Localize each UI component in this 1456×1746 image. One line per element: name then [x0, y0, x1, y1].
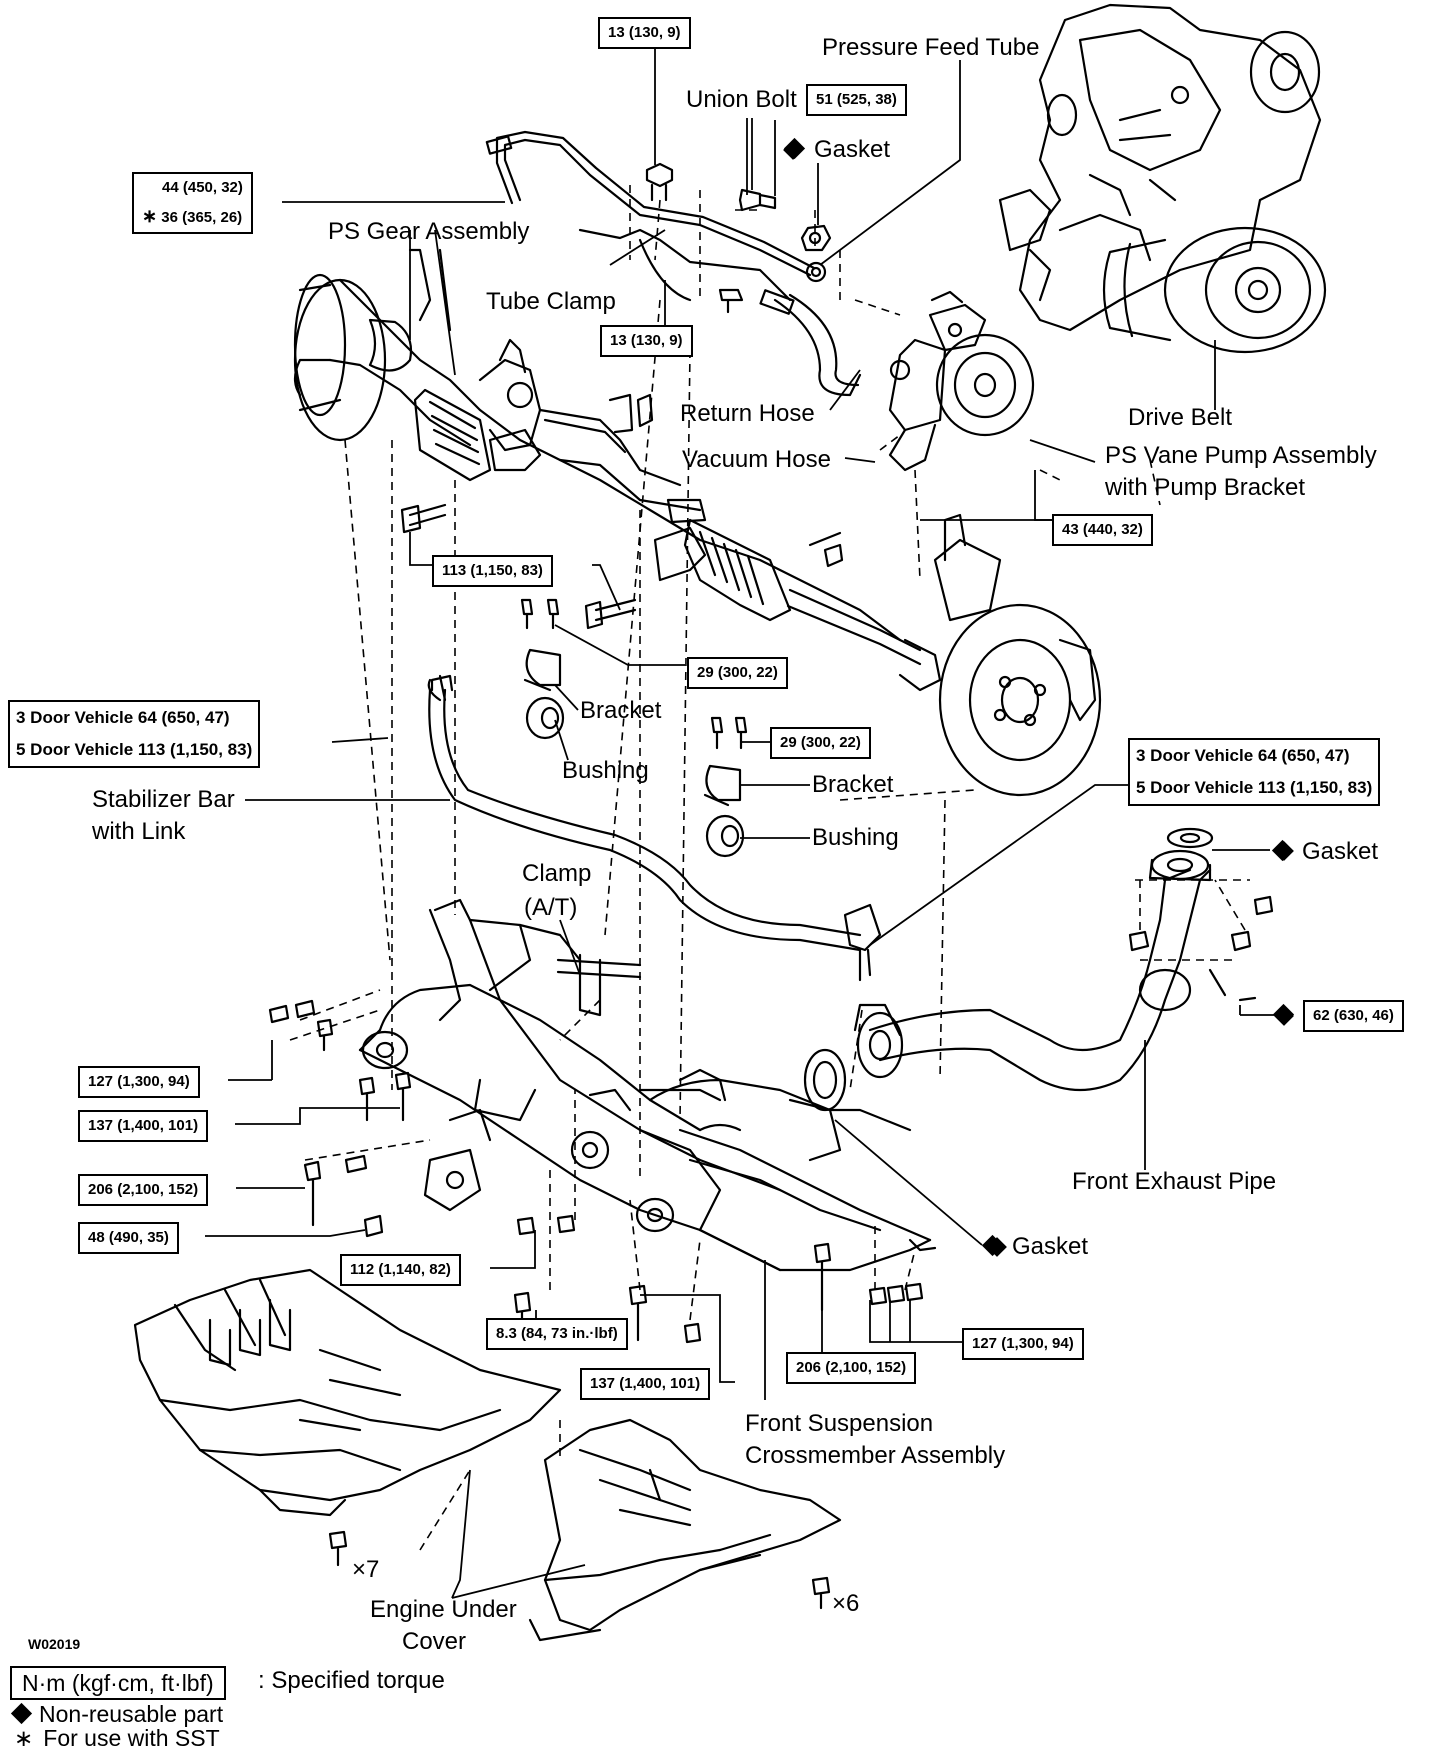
torque-box: 13 (130, 9) [598, 17, 691, 49]
bushing-right-label: Bushing [812, 824, 899, 851]
clamp-at-illustration [556, 953, 642, 1017]
legend-unit-box: N·m (kgf·cm, ft·lbf) [10, 1666, 226, 1700]
return-hose-illustration [759, 289, 862, 397]
torque-box: 137 (1,400, 101) [580, 1368, 711, 1400]
engine-under-cover-left [133, 1268, 562, 1517]
engine-under-cover-label-line2: Cover [402, 1628, 467, 1655]
engine-block-illustration [998, 3, 1322, 332]
sst-mark: ∗ [142, 206, 158, 226]
union-bolt-label: Union Bolt [686, 86, 797, 113]
torque-value: 3 Door Vehicle 64 (650, 47) [16, 708, 230, 727]
diamond-icon [10, 1702, 33, 1725]
stabilizer-bar-label-line1: Stabilizer Bar [92, 786, 235, 813]
torque-value: 5 Door Vehicle 113 (1,150, 83) [16, 740, 253, 759]
torque-box: 29 (300, 22) [687, 657, 788, 689]
gasket-text: Gasket [814, 136, 891, 163]
engine-under-cover-label-line1: Engine Under [370, 1596, 517, 1623]
torque-box: 48 (490, 35) [78, 1222, 179, 1254]
leader-lines [205, 48, 1290, 1599]
diamond-icon [981, 1234, 1004, 1257]
ps-vane-pump-label-line1: PS Vane Pump Assembly [1105, 442, 1377, 469]
diamond-icon [1272, 1003, 1295, 1026]
legend-sst: ∗ For use with SST [14, 1727, 220, 1746]
torque-value: 5 Door Vehicle 113 (1,150, 83) [1136, 778, 1373, 797]
clamp-label-line2: (A/T) [524, 894, 578, 921]
bracket-left-label: Bracket [580, 697, 662, 724]
torque-box: 206 (2,100, 152) [786, 1352, 917, 1384]
pressure-feed-tube-label: Pressure Feed Tube [822, 34, 1040, 61]
torque-box: 51 (525, 38) [806, 84, 907, 116]
ps-vane-pump-illustration [888, 290, 1035, 472]
bracket-right-label: Bracket [812, 771, 894, 798]
torque-value-sst: ∗ 36 (365, 26) [142, 202, 243, 232]
crossmember-label-line2: Crossmember Assembly [745, 1442, 1006, 1469]
torque-box: 127 (1,300, 94) [78, 1066, 200, 1098]
torque-box-stabilizer-right: 3 Door Vehicle 64 (650, 47) 5 Door Vehic… [1128, 738, 1381, 806]
ps-vane-pump-label-line2: with Pump Bracket [1105, 474, 1306, 501]
top-hardware [645, 162, 832, 314]
gasket-exhaust-top-label: Gasket [1271, 838, 1379, 866]
return-hose-label: Return Hose [680, 400, 815, 427]
sst-mark: ∗ [14, 1725, 34, 1746]
torque-value: 3 Door Vehicle 64 (650, 47) [1136, 746, 1350, 765]
ps-gear-assembly-illustration [293, 248, 1102, 797]
clamp-label-line1: Clamp [522, 860, 592, 887]
pressure-feed-tube-illustration [485, 130, 827, 302]
legend-sst-text: For use with SST [43, 1725, 220, 1746]
bottom-bolts [513, 1214, 924, 1344]
alignment-lines [289, 185, 1250, 1551]
cover-bolts [328, 1530, 831, 1610]
exhaust-nuts [1128, 895, 1274, 1002]
rack-bolts [400, 393, 844, 630]
engine-under-cover-right [528, 1418, 842, 1642]
bushing-left-label: Bushing [562, 757, 649, 784]
torque-box: 113 (1,150, 83) [432, 555, 553, 587]
drive-belt-illustration [1102, 226, 1327, 354]
torque-box: 13 (130, 9) [600, 325, 693, 357]
torque-box: 206 (2,100, 152) [78, 1174, 209, 1206]
right-bracket-bushing [703, 716, 748, 858]
legend-non-reusable-text: Non-reusable part [39, 1701, 224, 1727]
bolt-quantity-x7: ×7 [352, 1556, 380, 1583]
front-exhaust-pipe-label: Front Exhaust Pipe [1072, 1168, 1277, 1195]
figure-code: W02019 [28, 1636, 81, 1652]
torque-62-group [1272, 1002, 1303, 1030]
torque-box: 127 (1,300, 94) [962, 1328, 1084, 1360]
left-bracket-bushing [523, 648, 565, 740]
torque-value: 44 (450, 32) [162, 179, 243, 196]
crossmember-label-line1: Front Suspension [745, 1410, 934, 1437]
ps-gear-assembly-label: PS Gear Assembly [328, 218, 530, 245]
legend-non-reusable: Non-reusable part [10, 1700, 224, 1728]
drive-belt-label: Drive Belt [1128, 404, 1233, 431]
crossmember-illustration [358, 898, 937, 1272]
bolt-quantity-x6: ×6 [832, 1590, 860, 1617]
stabilizer-bar-label-line2: with Link [92, 818, 186, 845]
torque-box: 137 (1,400, 101) [78, 1110, 209, 1142]
stabilizer-bar-illustration [427, 674, 882, 982]
torque-box: 8.3 (84, 73 in.·lbf) [486, 1318, 628, 1350]
torque-value: 36 (365, 26) [161, 209, 243, 226]
gasket-text: Gasket [1302, 838, 1379, 865]
torque-box-44-36: 44 (450, 32) ∗ 36 (365, 26) [132, 172, 253, 234]
torque-box: 29 (300, 22) [770, 727, 871, 759]
gasket-text: Gasket [1012, 1233, 1089, 1260]
torque-box-stabilizer-left: 3 Door Vehicle 64 (650, 47) 5 Door Vehic… [8, 700, 261, 768]
diamond-icon [783, 137, 806, 160]
front-exhaust-pipe-illustration [803, 827, 1227, 1112]
torque-box: 112 (1,140, 82) [340, 1254, 461, 1286]
gasket-exhaust-lower-label: Gasket [981, 1233, 1089, 1261]
torque-box: 62 (630, 46) [1303, 1000, 1404, 1032]
vacuum-hose-label: Vacuum Hose [682, 446, 831, 473]
left-crossmember-hardware [268, 999, 492, 1238]
tube-clamp-label: Tube Clamp [486, 288, 616, 315]
legend-unit-text: : Specified torque [258, 1667, 445, 1694]
gasket-top-label: Gasket [783, 136, 891, 164]
torque-box: 43 (440, 32) [1052, 514, 1153, 546]
diamond-icon [1271, 839, 1294, 862]
